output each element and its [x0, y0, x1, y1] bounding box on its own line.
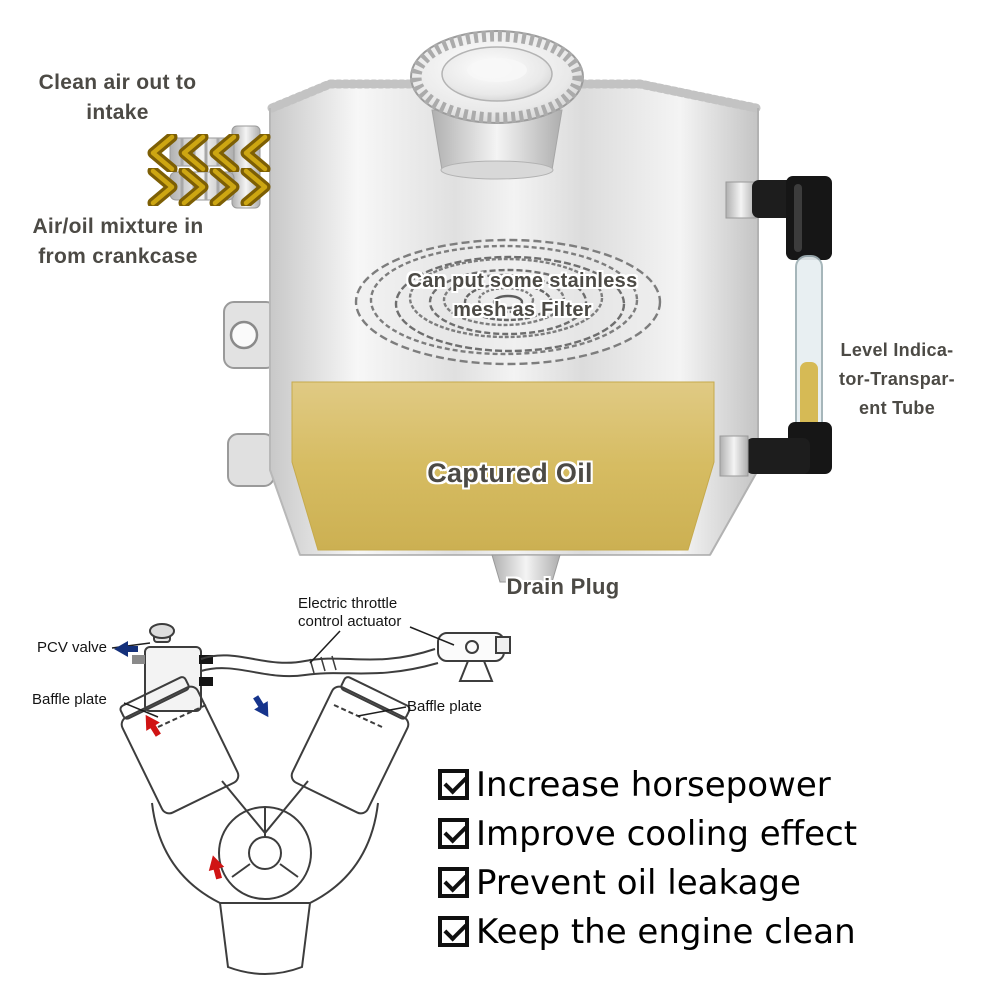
- mini-catch-can: [132, 623, 213, 712]
- throttle-actuator: [437, 632, 511, 682]
- mesh-filter-label: Can put some stainless mesh as Filter: [407, 270, 638, 321]
- level-tube-assembly: [719, 176, 832, 477]
- throttle-actuator-label: Electric throttle control actuator: [298, 595, 402, 630]
- feature-item: Prevent oil leakage: [438, 858, 998, 907]
- clean-air-out-label: Clean air out to intake: [38, 71, 197, 124]
- flow-arrow-icons: [114, 641, 269, 880]
- feature-item: Increase horsepower: [438, 760, 998, 809]
- mounting-tab-left: [223, 301, 277, 369]
- pcv-valve-label: PCV valve: [37, 639, 108, 656]
- mounting-tab-left-lower: [227, 433, 275, 487]
- feature-checklist: Increase horsepower Improve cooling effe…: [438, 760, 998, 956]
- feature-text: Improve cooling effect: [476, 813, 858, 854]
- drain-plug-label: Drain Plug: [506, 574, 620, 599]
- feature-text: Increase horsepower: [476, 764, 831, 805]
- red-flow-arrow-icon: [145, 714, 161, 737]
- red-flow-arrow-icon: [208, 855, 225, 880]
- ribbed-filler-cap: [410, 30, 584, 124]
- chevrons-left-icon: [147, 134, 271, 172]
- feature-item: Keep the engine clean: [438, 907, 998, 956]
- engine-block: [119, 676, 411, 975]
- checkbox-checked-icon: [438, 867, 469, 898]
- checkbox-checked-icon: [438, 818, 469, 849]
- stainless-mesh-swirl: [354, 238, 662, 366]
- captured-oil-label: Captured Oil: [427, 458, 593, 488]
- blue-flow-arrow-icon: [253, 695, 269, 718]
- baffle-plate-right-label: Baffle plate: [407, 698, 482, 715]
- blue-flow-arrow-icon: [114, 641, 138, 657]
- drain-plug-part: [491, 554, 561, 583]
- chevrons-right-icon: [147, 168, 271, 206]
- air-oil-mixture-label: Air/oil mixture in from crankcase: [32, 215, 204, 268]
- feature-item: Improve cooling effect: [438, 809, 998, 858]
- engine-schematic: [111, 623, 511, 975]
- tube-oil-level: [800, 362, 818, 434]
- feature-text: Keep the engine clean: [476, 911, 856, 952]
- captured-oil-region: [291, 381, 715, 551]
- checkbox-checked-icon: [438, 916, 469, 947]
- level-indicator-label: Level Indica- tor-Transpar- ent Tube: [839, 340, 955, 418]
- checkbox-checked-icon: [438, 769, 469, 800]
- catch-can-illustration: [169, 30, 832, 583]
- baffle-plate-left-label: Baffle plate: [32, 691, 107, 708]
- feature-text: Prevent oil leakage: [476, 862, 801, 903]
